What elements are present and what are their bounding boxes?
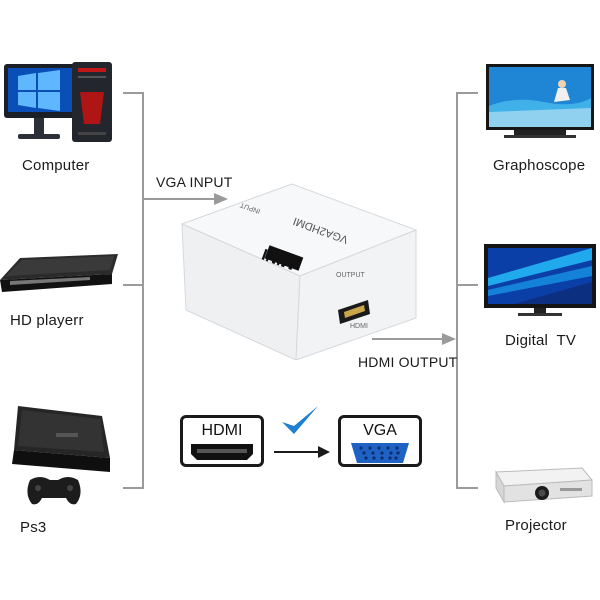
- arrow-right-icon: [442, 333, 456, 345]
- hd-player-device: [0, 250, 120, 300]
- converter-hdmi-port-text: HDMI: [350, 323, 368, 330]
- hdmi-connector-label: HDMI: [201, 422, 243, 439]
- graphoscope-label: Graphoscope: [493, 157, 586, 174]
- right-bracket-bottom: [456, 487, 478, 489]
- projector-label: Projector: [505, 517, 567, 534]
- vga-port-icon: [351, 443, 409, 463]
- computer-device: [0, 62, 120, 146]
- graphoscope-device: [484, 62, 596, 142]
- converter-to-right-line: [372, 338, 446, 340]
- vga-input-label: VGA INPUT: [156, 174, 233, 190]
- hd-player-icon: [0, 254, 118, 292]
- hdmi-output-label: HDMI OUTPUT: [358, 354, 458, 370]
- ps3-device: [6, 400, 114, 510]
- vga2hdmi-converter: [180, 180, 420, 360]
- hdmi-connector-box: HDMI: [180, 415, 264, 467]
- computer-icon: [4, 62, 112, 142]
- right-bracket-middle: [456, 284, 478, 286]
- digital-tv-label: Digital TV: [505, 332, 577, 349]
- left-bracket-middle: [123, 284, 144, 286]
- right-bracket-top: [456, 92, 478, 94]
- left-bracket-top: [123, 92, 144, 94]
- legend-arrow-line: [274, 451, 320, 453]
- checkmark-icon: [282, 406, 318, 434]
- left-bracket-bottom: [123, 487, 144, 489]
- hd-player-label: HD playerr: [10, 312, 84, 329]
- left-bracket-vertical: [142, 92, 144, 488]
- right-bracket-vertical: [456, 92, 458, 488]
- converter-output-port-text: OUTPUT: [336, 272, 365, 279]
- arrow-right-icon: [214, 193, 228, 205]
- hdmi-port-icon: [191, 444, 253, 460]
- projector-icon: [495, 467, 594, 504]
- digital-tv-device: [484, 242, 596, 318]
- arrow-right-icon: [318, 446, 330, 458]
- left-to-converter-line: [144, 198, 218, 200]
- ps3-label: Ps3: [20, 519, 47, 536]
- vga-connector-box: VGA: [338, 415, 422, 467]
- digital-tv-icon: [484, 244, 596, 316]
- projector-device: [486, 466, 596, 504]
- ps3-console-icon: [12, 406, 110, 505]
- vga-connector-label: VGA: [363, 422, 397, 439]
- computer-label: Computer: [22, 157, 90, 174]
- converter-box-icon: [180, 183, 418, 360]
- tv-icon: [486, 64, 594, 138]
